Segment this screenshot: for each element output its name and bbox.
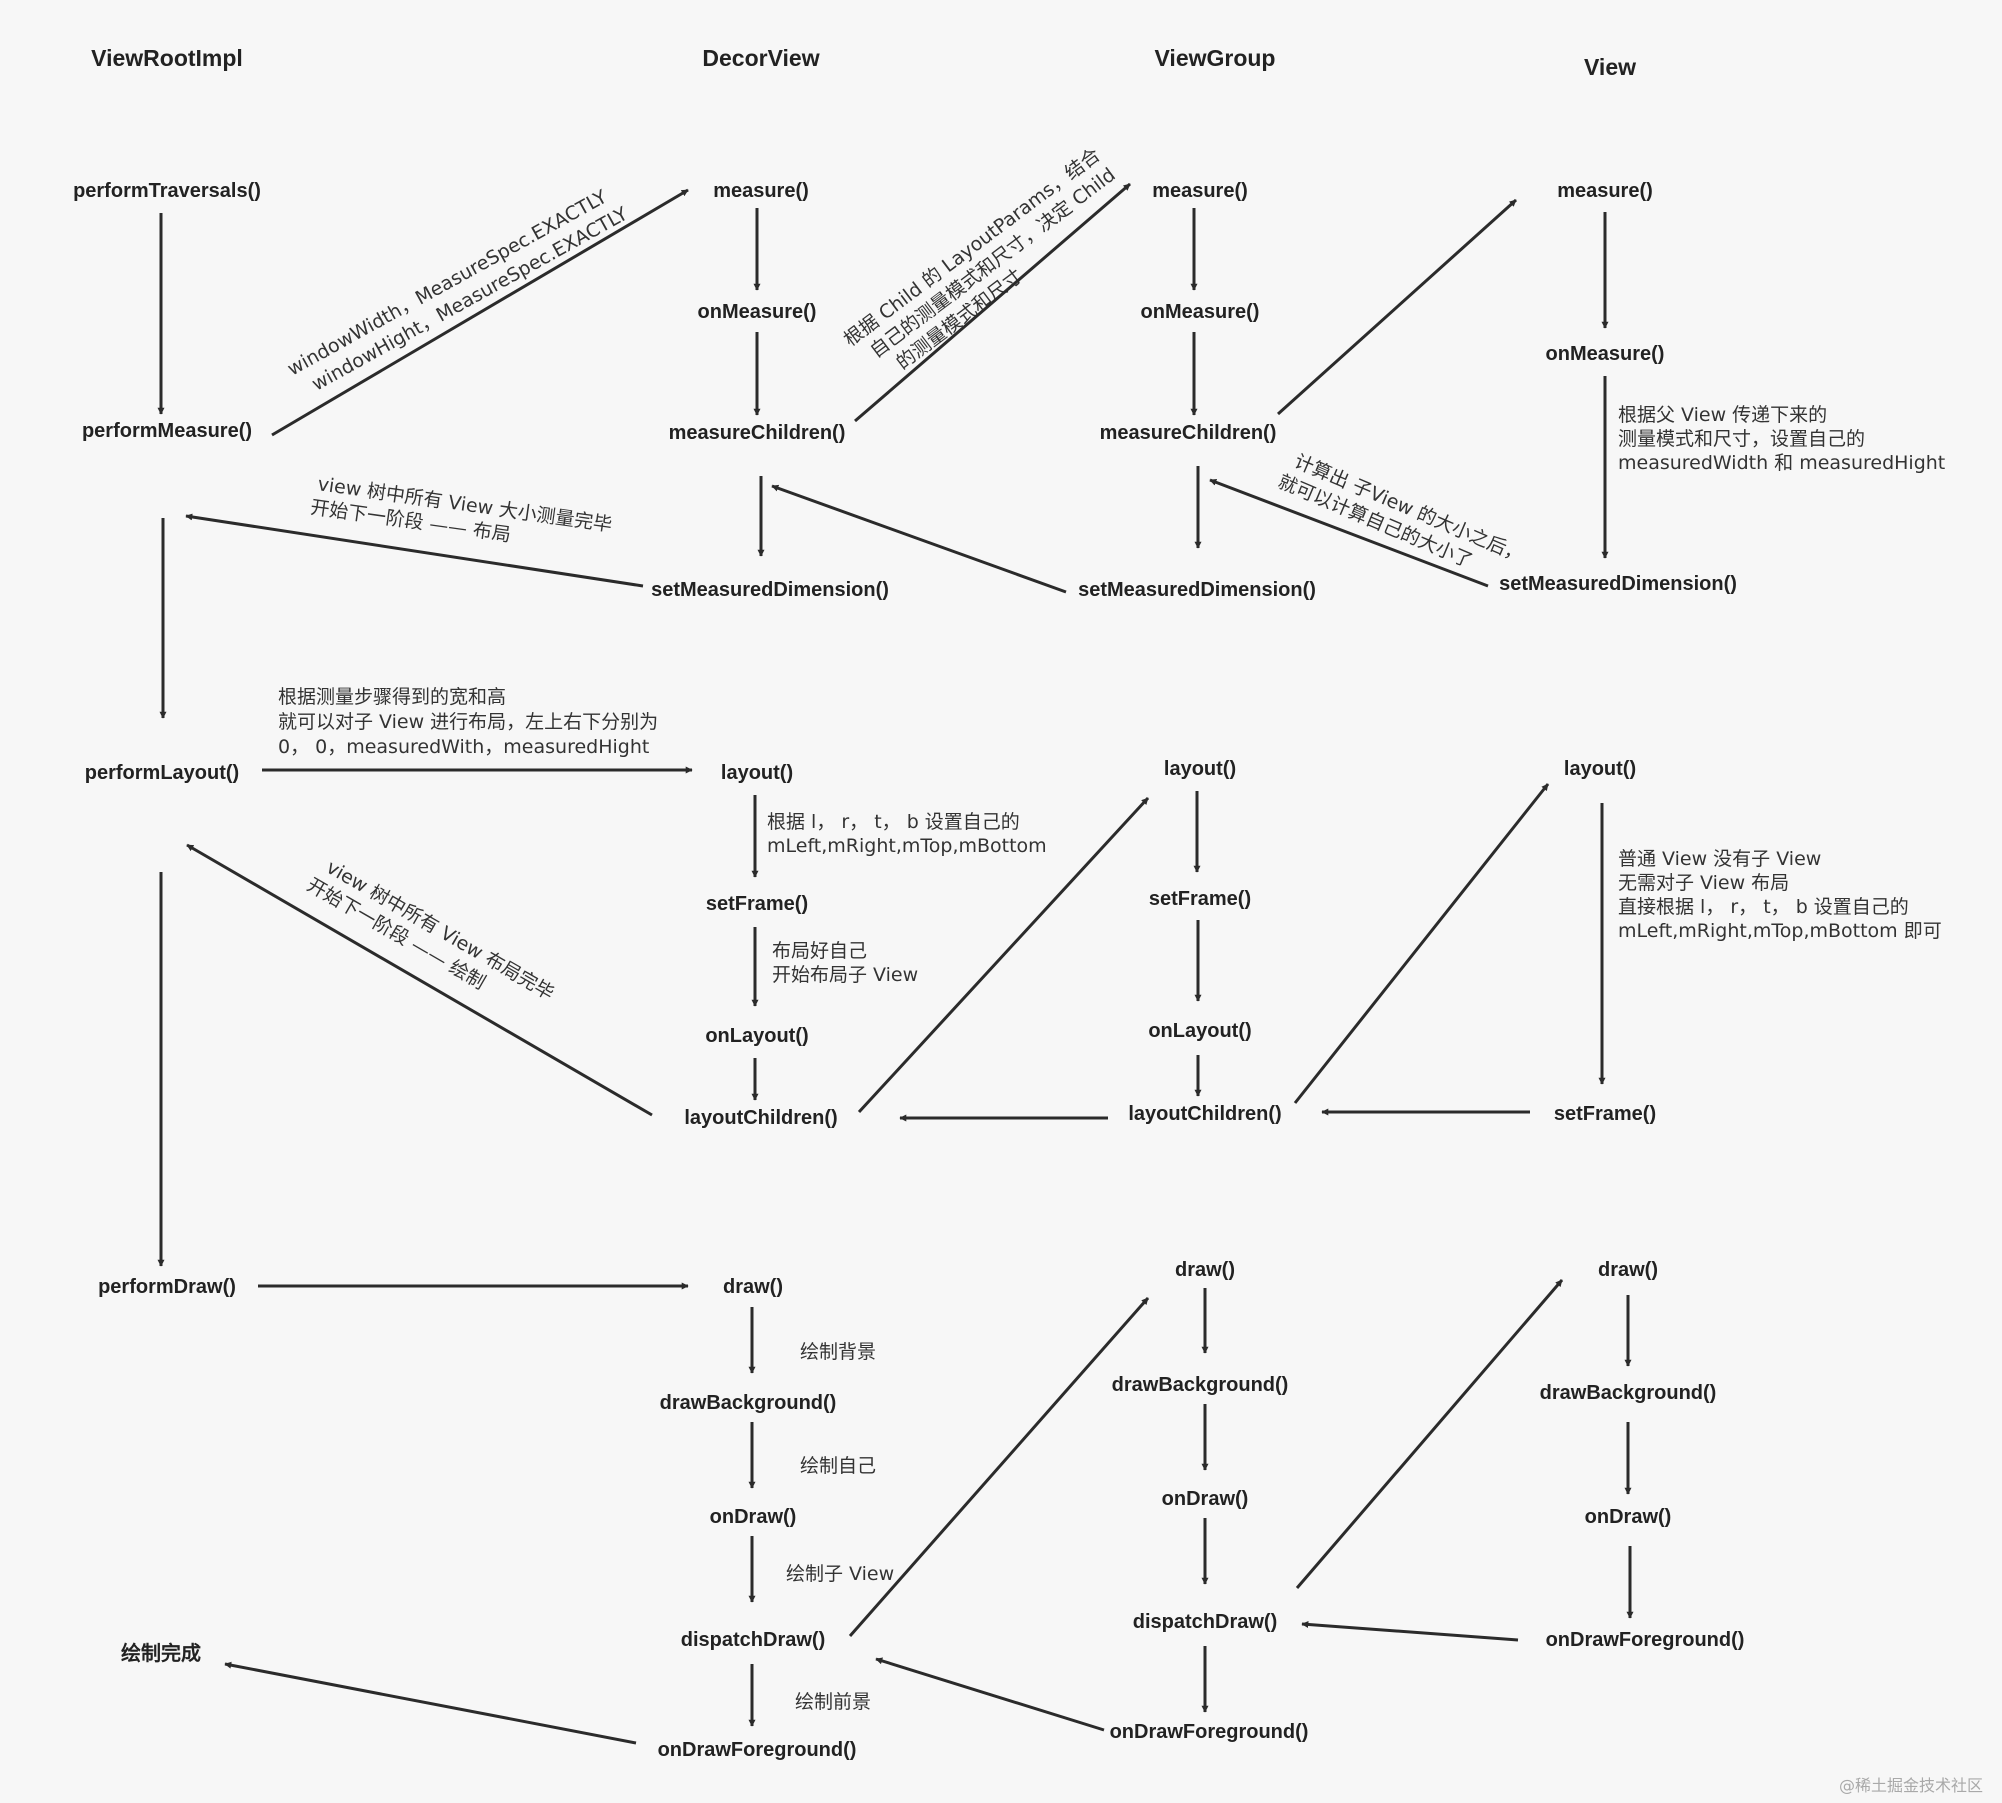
node-viewgroup-draw-background: drawBackground() <box>1112 1374 1289 1396</box>
node-decorview-measure-children: measureChildren() <box>669 422 846 444</box>
node-viewgroup-on-layout: onLayout() <box>1148 1020 1251 1042</box>
arrow-decorview-layout-children-to-viewgroup-layout <box>857 796 1150 1114</box>
node-viewgroup-layout-children: layoutChildren() <box>1128 1103 1281 1125</box>
node-decorview-on-layout: onLayout() <box>705 1025 808 1047</box>
node-decorview-dispatch-draw: dispatchDraw() <box>681 1629 825 1651</box>
node-view-on-measure: onMeasure() <box>1546 343 1665 365</box>
node-decorview-draw: draw() <box>723 1276 783 1298</box>
arrow-perform-measure-to-decorview-measure <box>271 188 689 437</box>
node-decorview-on-measure: onMeasure() <box>698 301 817 323</box>
node-viewgroup-dispatch-draw: dispatchDraw() <box>1133 1611 1277 1633</box>
node-viewgroup-measure-children: measureChildren() <box>1100 422 1277 444</box>
note-window-measure-spec: windowWidth，MeasureSpec.EXACTLY windowHi… <box>284 181 632 402</box>
arrow-viewgroup-layout-children-to-view-layout <box>1293 783 1550 1104</box>
note-view-set-measured-size: 根据父 View 传递下来的 测量模式和尺寸，设置自己的 measuredWid… <box>1618 404 1945 474</box>
note-view-layout: 普通 View 没有子 View 无需对子 View 布局 直接根据 l， r，… <box>1618 848 1942 942</box>
node-perform-measure: performMeasure() <box>82 420 252 442</box>
arrow-viewgroup-to-decorview-measure-children <box>771 484 1067 594</box>
arrow-viewgroup-measure-children-to-view-measure <box>1276 198 1518 416</box>
note-measure-complete: view 树中所有 View 大小测量完毕 开始下一阶段 —— 布局 <box>309 473 619 561</box>
node-view-layout: layout() <box>1564 758 1636 780</box>
node-decorview-measure: measure() <box>713 180 809 202</box>
note-layout-params: 根据测量步骤得到的宽和高 就可以对子 View 进行布局，左上右下分别为 0， … <box>278 686 664 758</box>
node-draw-complete: 绘制完成 <box>121 1641 201 1665</box>
node-perform-draw: performDraw() <box>98 1276 236 1298</box>
arrow-viewgroup-dispatch-draw-to-view-draw <box>1295 1279 1564 1589</box>
node-view-draw-background: drawBackground() <box>1540 1382 1717 1404</box>
node-viewgroup-on-draw-foreground: onDrawForeground() <box>1110 1721 1309 1743</box>
arrow-decorview-to-perform-layout <box>186 843 653 1117</box>
node-view-on-draw-foreground: onDrawForeground() <box>1546 1629 1745 1651</box>
note-draw-self: 绘制自己 <box>800 1455 876 1477</box>
arrow-view-to-viewgroup-dispatch-draw <box>1301 1620 1519 1642</box>
node-perform-traversals: performTraversals() <box>73 180 261 202</box>
node-decorview-on-draw: onDraw() <box>710 1506 797 1528</box>
column-header-view: View <box>1584 54 1636 80</box>
arrow-view-to-viewgroup-measure-children <box>1209 478 1489 588</box>
arrow-decorview-measure-children-to-viewgroup-measure <box>854 182 1131 423</box>
node-view-measure: measure() <box>1557 180 1653 202</box>
node-decorview-on-draw-foreground: onDrawForeground() <box>658 1739 857 1761</box>
node-viewgroup-on-draw: onDraw() <box>1162 1488 1249 1510</box>
node-view-draw: draw() <box>1598 1259 1658 1281</box>
arrow-decorview-to-draw-complete <box>224 1661 637 1745</box>
note-draw-children: 绘制子 View <box>786 1563 894 1585</box>
note-draw-foreground: 绘制前景 <box>795 1691 871 1713</box>
arrow-viewgroup-to-decorview-dispatch-draw <box>875 1657 1105 1732</box>
node-decorview-layout: layout() <box>721 762 793 784</box>
watermark: @稀土掘金技术社区 <box>1839 1776 1983 1795</box>
column-header-decorview: DecorView <box>702 45 819 71</box>
note-draw-background: 绘制背景 <box>800 1341 876 1363</box>
node-decorview-set-measured-dimension: setMeasuredDimension() <box>651 579 889 601</box>
note-child-measure-spec: 根据 Child 的 LayoutParams，结合 自己的测量模式和尺寸，决定… <box>840 140 1140 391</box>
node-decorview-set-frame: setFrame() <box>706 893 808 915</box>
column-header-viewrootimpl: ViewRootImpl <box>91 45 243 71</box>
node-decorview-draw-background: drawBackground() <box>660 1392 837 1414</box>
node-viewgroup-set-measured-dimension: setMeasuredDimension() <box>1078 579 1316 601</box>
note-set-lrtb: 根据 l， r， t， b 设置自己的 mLeft,mRight,mTop,mB… <box>767 811 1047 857</box>
arrow-decorview-dispatch-draw-to-viewgroup-draw <box>848 1297 1150 1637</box>
node-viewgroup-measure: measure() <box>1152 180 1248 202</box>
node-decorview-layout-children: layoutChildren() <box>684 1107 837 1129</box>
node-view-on-draw: onDraw() <box>1585 1506 1672 1528</box>
arrow-decorview-to-perform-measure <box>185 513 644 588</box>
node-view-set-measured-dimension: setMeasuredDimension() <box>1499 573 1737 595</box>
node-viewgroup-set-frame: setFrame() <box>1149 888 1251 910</box>
note-layout-complete: view 树中所有 View 布局完毕 开始下一阶段 —— 绘制 <box>303 852 563 1029</box>
node-perform-layout: performLayout() <box>85 762 239 784</box>
node-view-set-frame: setFrame() <box>1554 1103 1656 1125</box>
node-viewgroup-layout: layout() <box>1164 758 1236 780</box>
node-viewgroup-draw: draw() <box>1175 1259 1235 1281</box>
column-header-viewgroup: ViewGroup <box>1155 45 1276 71</box>
node-viewgroup-on-measure: onMeasure() <box>1141 301 1260 323</box>
note-layout-self-then-children: 布局好自己 开始布局子 View <box>772 940 918 986</box>
